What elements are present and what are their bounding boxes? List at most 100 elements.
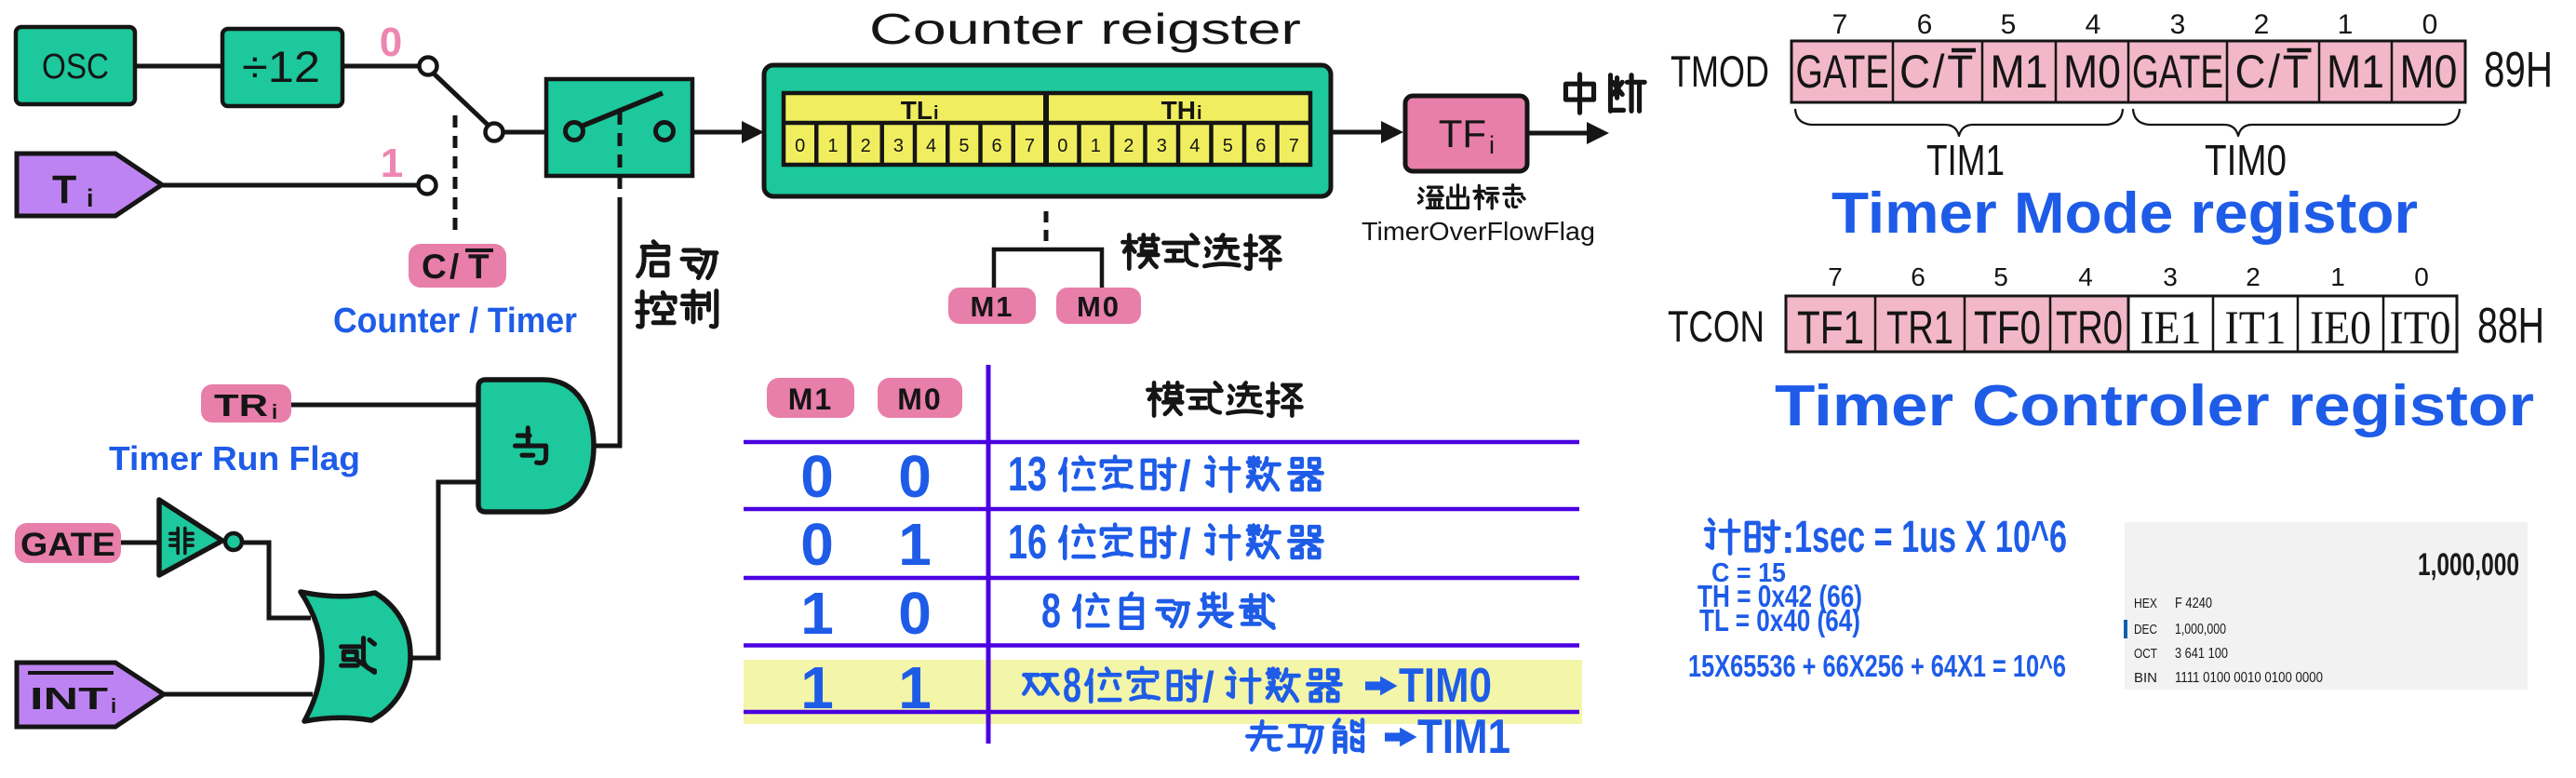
svg-text:1111 0100 0010 0100 0000: 1111 0100 0010 0100 0000 — [2175, 670, 2323, 686]
svg-text:1: 1 — [898, 654, 932, 721]
svg-text:2: 2 — [1123, 136, 1134, 156]
svg-text:i: i — [1489, 131, 1495, 159]
svg-text:TH = 0x42 (66): TH = 0x42 (66) — [1697, 579, 1862, 613]
svg-text:GATE: GATE — [1796, 46, 1889, 98]
svg-text:0: 0 — [795, 136, 805, 156]
svg-text:5: 5 — [1993, 262, 2008, 291]
svg-text:M0: M0 — [1077, 290, 1120, 323]
svg-text:1sec = 1us X 10^6: 1sec = 1us X 10^6 — [1794, 513, 2067, 562]
svg-text:1: 1 — [800, 580, 834, 647]
svg-text:TR: TR — [214, 388, 268, 423]
svg-text:Counter / Timer: Counter / Timer — [333, 302, 577, 341]
svg-text:6: 6 — [1911, 262, 1925, 291]
svg-text:TF1: TF1 — [1797, 302, 1864, 354]
svg-text:C = 15: C = 15 — [1711, 558, 1786, 588]
svg-text:1: 1 — [800, 654, 834, 721]
svg-text:0: 0 — [898, 580, 932, 647]
svg-text:TL = 0x40 (64): TL = 0x40 (64) — [1699, 603, 1860, 637]
svg-text:TH: TH — [1161, 96, 1196, 125]
svg-text:1: 1 — [381, 141, 403, 186]
svg-text:i: i — [87, 184, 94, 212]
svg-text:TIM0: TIM0 — [1399, 659, 1492, 713]
svg-text:1: 1 — [827, 136, 838, 156]
svg-text:TIM1: TIM1 — [1926, 136, 2005, 184]
svg-text:3: 3 — [2163, 262, 2178, 291]
svg-text:GATE: GATE — [2132, 46, 2223, 98]
svg-text:3: 3 — [893, 136, 904, 156]
svg-text:TMOD: TMOD — [1670, 47, 1769, 96]
svg-text:IE0: IE0 — [2310, 302, 2371, 355]
svg-text:16: 16 — [1008, 516, 1047, 570]
svg-text:TimerOverFlowFlag: TimerOverFlowFlag — [1362, 217, 1595, 246]
svg-text:5: 5 — [959, 136, 969, 156]
svg-text:TIM1: TIM1 — [1417, 710, 1510, 764]
svg-text:T: T — [468, 248, 490, 286]
svg-text:3 641 100: 3 641 100 — [2175, 646, 2228, 662]
svg-text:BIN: BIN — [2134, 670, 2157, 686]
svg-text:C: C — [422, 248, 447, 286]
svg-text:F 4240: F 4240 — [2175, 596, 2212, 611]
svg-text:4: 4 — [2078, 262, 2093, 291]
svg-text:i: i — [111, 694, 116, 718]
svg-text:7: 7 — [1289, 136, 1299, 156]
svg-text:2: 2 — [2254, 9, 2270, 40]
svg-text:HEX: HEX — [2134, 596, 2157, 611]
svg-text:15X65536 + 66X256 + 64X1 = 10^: 15X65536 + 66X256 + 64X1 = 10^6 — [1688, 649, 2066, 683]
svg-text:5: 5 — [1223, 136, 1233, 156]
svg-text:Timer Controler registor: Timer Controler registor — [1775, 374, 2534, 438]
svg-text:6: 6 — [1917, 9, 1933, 40]
svg-text:1,000,000: 1,000,000 — [2418, 547, 2519, 583]
svg-text:TR0: TR0 — [2056, 302, 2123, 354]
svg-text:8: 8 — [1063, 659, 1081, 713]
svg-text:88H: 88H — [2477, 298, 2544, 354]
svg-text:1: 1 — [898, 511, 932, 578]
svg-text:/: / — [1202, 663, 1214, 711]
svg-text:2: 2 — [861, 136, 871, 156]
svg-text:0: 0 — [2414, 262, 2429, 291]
svg-text:TF0: TF0 — [1974, 302, 2041, 354]
svg-text:13: 13 — [1008, 448, 1047, 502]
svg-text:T: T — [52, 168, 76, 212]
svg-text:i: i — [933, 103, 939, 124]
svg-text:0: 0 — [1057, 136, 1067, 156]
svg-text:i: i — [1197, 103, 1202, 124]
svg-text:0: 0 — [898, 443, 932, 510]
svg-text:7: 7 — [1025, 136, 1035, 156]
svg-text:1: 1 — [2338, 9, 2354, 40]
svg-text:i: i — [272, 400, 277, 423]
svg-text:M0: M0 — [897, 382, 942, 416]
svg-text:÷12: ÷12 — [242, 42, 320, 91]
svg-text:0: 0 — [800, 511, 834, 578]
svg-text:1,000,000: 1,000,000 — [2175, 622, 2226, 637]
svg-text:3: 3 — [1157, 136, 1167, 156]
svg-text:M1: M1 — [1991, 46, 2048, 98]
svg-text:Timer Run Flag: Timer Run Flag — [109, 439, 360, 477]
svg-text:6: 6 — [1255, 136, 1266, 156]
svg-text:OCT: OCT — [2134, 646, 2157, 662]
svg-text:0: 0 — [800, 443, 834, 510]
svg-text:INT: INT — [30, 681, 108, 716]
svg-text:IT0: IT0 — [2390, 302, 2451, 355]
svg-text:4: 4 — [1189, 136, 1200, 156]
svg-text:IT1: IT1 — [2225, 302, 2287, 355]
svg-text:TR1: TR1 — [1886, 302, 1953, 354]
svg-text::: : — [1781, 516, 1795, 562]
svg-text:/: / — [1179, 519, 1191, 568]
svg-text:M0: M0 — [2063, 46, 2121, 98]
svg-text:0: 0 — [380, 20, 402, 65]
svg-text:TCON: TCON — [1668, 302, 1764, 351]
svg-text:3: 3 — [2170, 9, 2186, 40]
svg-text:/: / — [1179, 451, 1191, 500]
svg-text:M1: M1 — [788, 382, 833, 416]
svg-text:7: 7 — [1828, 262, 1843, 291]
svg-text:5: 5 — [2001, 9, 2017, 40]
svg-text:M1: M1 — [2327, 46, 2384, 98]
svg-text:IE1: IE1 — [2140, 302, 2202, 355]
svg-text:TIM0: TIM0 — [2205, 136, 2287, 184]
svg-text:8: 8 — [1041, 584, 1061, 638]
svg-text:Counter reigster: Counter reigster — [869, 5, 1301, 53]
svg-text:1: 1 — [1091, 136, 1101, 156]
svg-text:89H: 89H — [2484, 42, 2553, 98]
svg-text:M0: M0 — [2400, 46, 2458, 98]
svg-text:C/T: C/T — [2235, 46, 2312, 98]
